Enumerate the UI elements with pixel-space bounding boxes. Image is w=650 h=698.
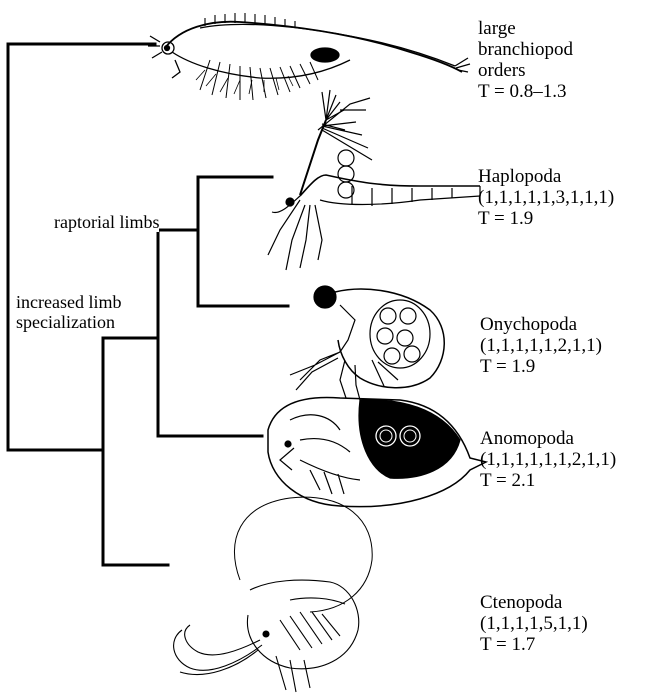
- taxon-label-line: large: [478, 18, 573, 39]
- taxon-label-line: (1,1,1,1,5,1,1): [480, 613, 588, 634]
- large-branchiopod-illustration: [148, 13, 470, 100]
- taxon-label-line: T = 1.9: [478, 208, 614, 229]
- taxon-label-line: Anomopoda: [480, 428, 616, 449]
- taxon-label-line: T = 0.8–1.3: [478, 81, 573, 102]
- taxon-label-onychopoda: Onychopoda (1,1,1,1,1,2,1,1) T = 1.9: [480, 314, 602, 377]
- haplopoda-illustration: [268, 90, 480, 270]
- node-label-line: specialization: [16, 312, 121, 332]
- taxon-label-large-branchiopod: large branchiopod orders T = 0.8–1.3: [478, 18, 573, 102]
- branch-upper-clade: [103, 338, 262, 436]
- taxon-label-line: Haplopoda: [478, 166, 614, 187]
- taxon-label-line: branchiopod: [478, 39, 573, 60]
- node-label-raptorial-limbs: raptorial limbs: [54, 212, 159, 232]
- taxon-label-line: T = 2.1: [480, 470, 616, 491]
- taxon-label-haplopoda: Haplopoda (1,1,1,1,1,3,1,1,1) T = 1.9: [478, 166, 614, 229]
- ctenopoda-illustration: [174, 497, 373, 692]
- taxon-label-line: (1,1,1,1,1,3,1,1,1): [478, 187, 614, 208]
- taxon-label-ctenopoda: Ctenopoda (1,1,1,1,5,1,1) T = 1.7: [480, 592, 588, 655]
- node-label-line: increased limb: [16, 292, 121, 312]
- taxon-label-line: T = 1.7: [480, 634, 588, 655]
- onychopoda-illustration: [290, 286, 444, 400]
- taxon-label-anomopoda: Anomopoda (1,1,1,1,1,1,2,1,1) T = 2.1: [480, 428, 616, 491]
- branch-root: [8, 44, 155, 450]
- anomopoda-illustration: [268, 397, 486, 506]
- taxon-label-line: orders: [478, 60, 573, 81]
- taxon-label-line: T = 1.9: [480, 356, 602, 377]
- taxon-label-line: (1,1,1,1,1,1,2,1,1): [480, 449, 616, 470]
- node-label-increased-limb-specialization: increased limb specialization: [16, 292, 121, 332]
- taxon-label-line: Ctenopoda: [480, 592, 588, 613]
- taxon-label-line: (1,1,1,1,1,2,1,1): [480, 335, 602, 356]
- taxon-label-line: Onychopoda: [480, 314, 602, 335]
